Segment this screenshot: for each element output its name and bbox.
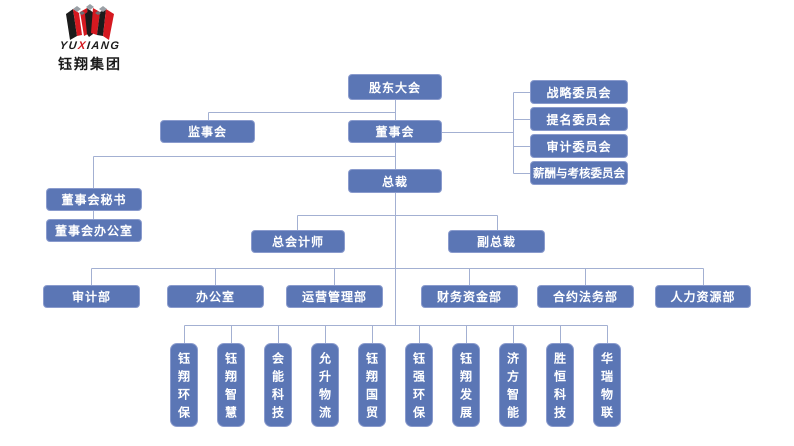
org-node-nomination-committee: 提名委员会 bbox=[530, 107, 628, 131]
org-node-audit-committee: 审计委员会 bbox=[530, 134, 628, 158]
org-node-shareholders-meeting: 股东大会 bbox=[348, 74, 442, 100]
subsidiary-box: 钰翔环保 bbox=[170, 343, 198, 427]
org-node-board-of-directors: 董事会 bbox=[348, 120, 442, 143]
org-node-chief-accountant: 总会计师 bbox=[251, 230, 345, 253]
org-node-audit-department: 审计部 bbox=[43, 285, 140, 308]
company-name: 钰翔集团 bbox=[58, 56, 122, 72]
subsidiary-box: 会能科技 bbox=[264, 343, 292, 427]
org-node-president: 总裁 bbox=[348, 169, 442, 193]
org-node-operations-department: 运营管理部 bbox=[286, 285, 383, 308]
subsidiary-box: 济方智能 bbox=[499, 343, 527, 427]
org-node-board-secretary: 董事会秘书 bbox=[46, 188, 142, 211]
subsidiary-box: 华瑞物联 bbox=[593, 343, 621, 427]
org-node-board-office: 董事会办公室 bbox=[46, 219, 142, 242]
subsidiary-box: 钰强环保 bbox=[405, 343, 433, 427]
subsidiary-box: 钰翔智慧 bbox=[217, 343, 245, 427]
subsidiary-box: 钰翔发展 bbox=[452, 343, 480, 427]
org-node-legal-department: 合约法务部 bbox=[537, 285, 634, 308]
org-node-office-department: 办公室 bbox=[167, 285, 264, 308]
subsidiary-box: 钰翔国贸 bbox=[358, 343, 386, 427]
org-node-finance-department: 财务资金部 bbox=[421, 285, 518, 308]
org-node-hr-department: 人力资源部 bbox=[655, 285, 751, 308]
logo: YUXIANG 钰翔集团 bbox=[38, 4, 142, 74]
logo-wordmark: YUXIANG bbox=[59, 40, 121, 52]
yuxiang-logo-icon bbox=[66, 4, 114, 40]
org-node-strategy-committee: 战略委员会 bbox=[530, 80, 628, 104]
org-node-vice-president: 副总裁 bbox=[448, 230, 545, 253]
subsidiary-box: 允升物流 bbox=[311, 343, 339, 427]
org-node-compensation-committee: 薪酬与考核委员会 bbox=[530, 161, 628, 185]
subsidiary-box: 胜恒科技 bbox=[546, 343, 574, 427]
org-node-supervisory-board: 监事会 bbox=[160, 120, 255, 143]
